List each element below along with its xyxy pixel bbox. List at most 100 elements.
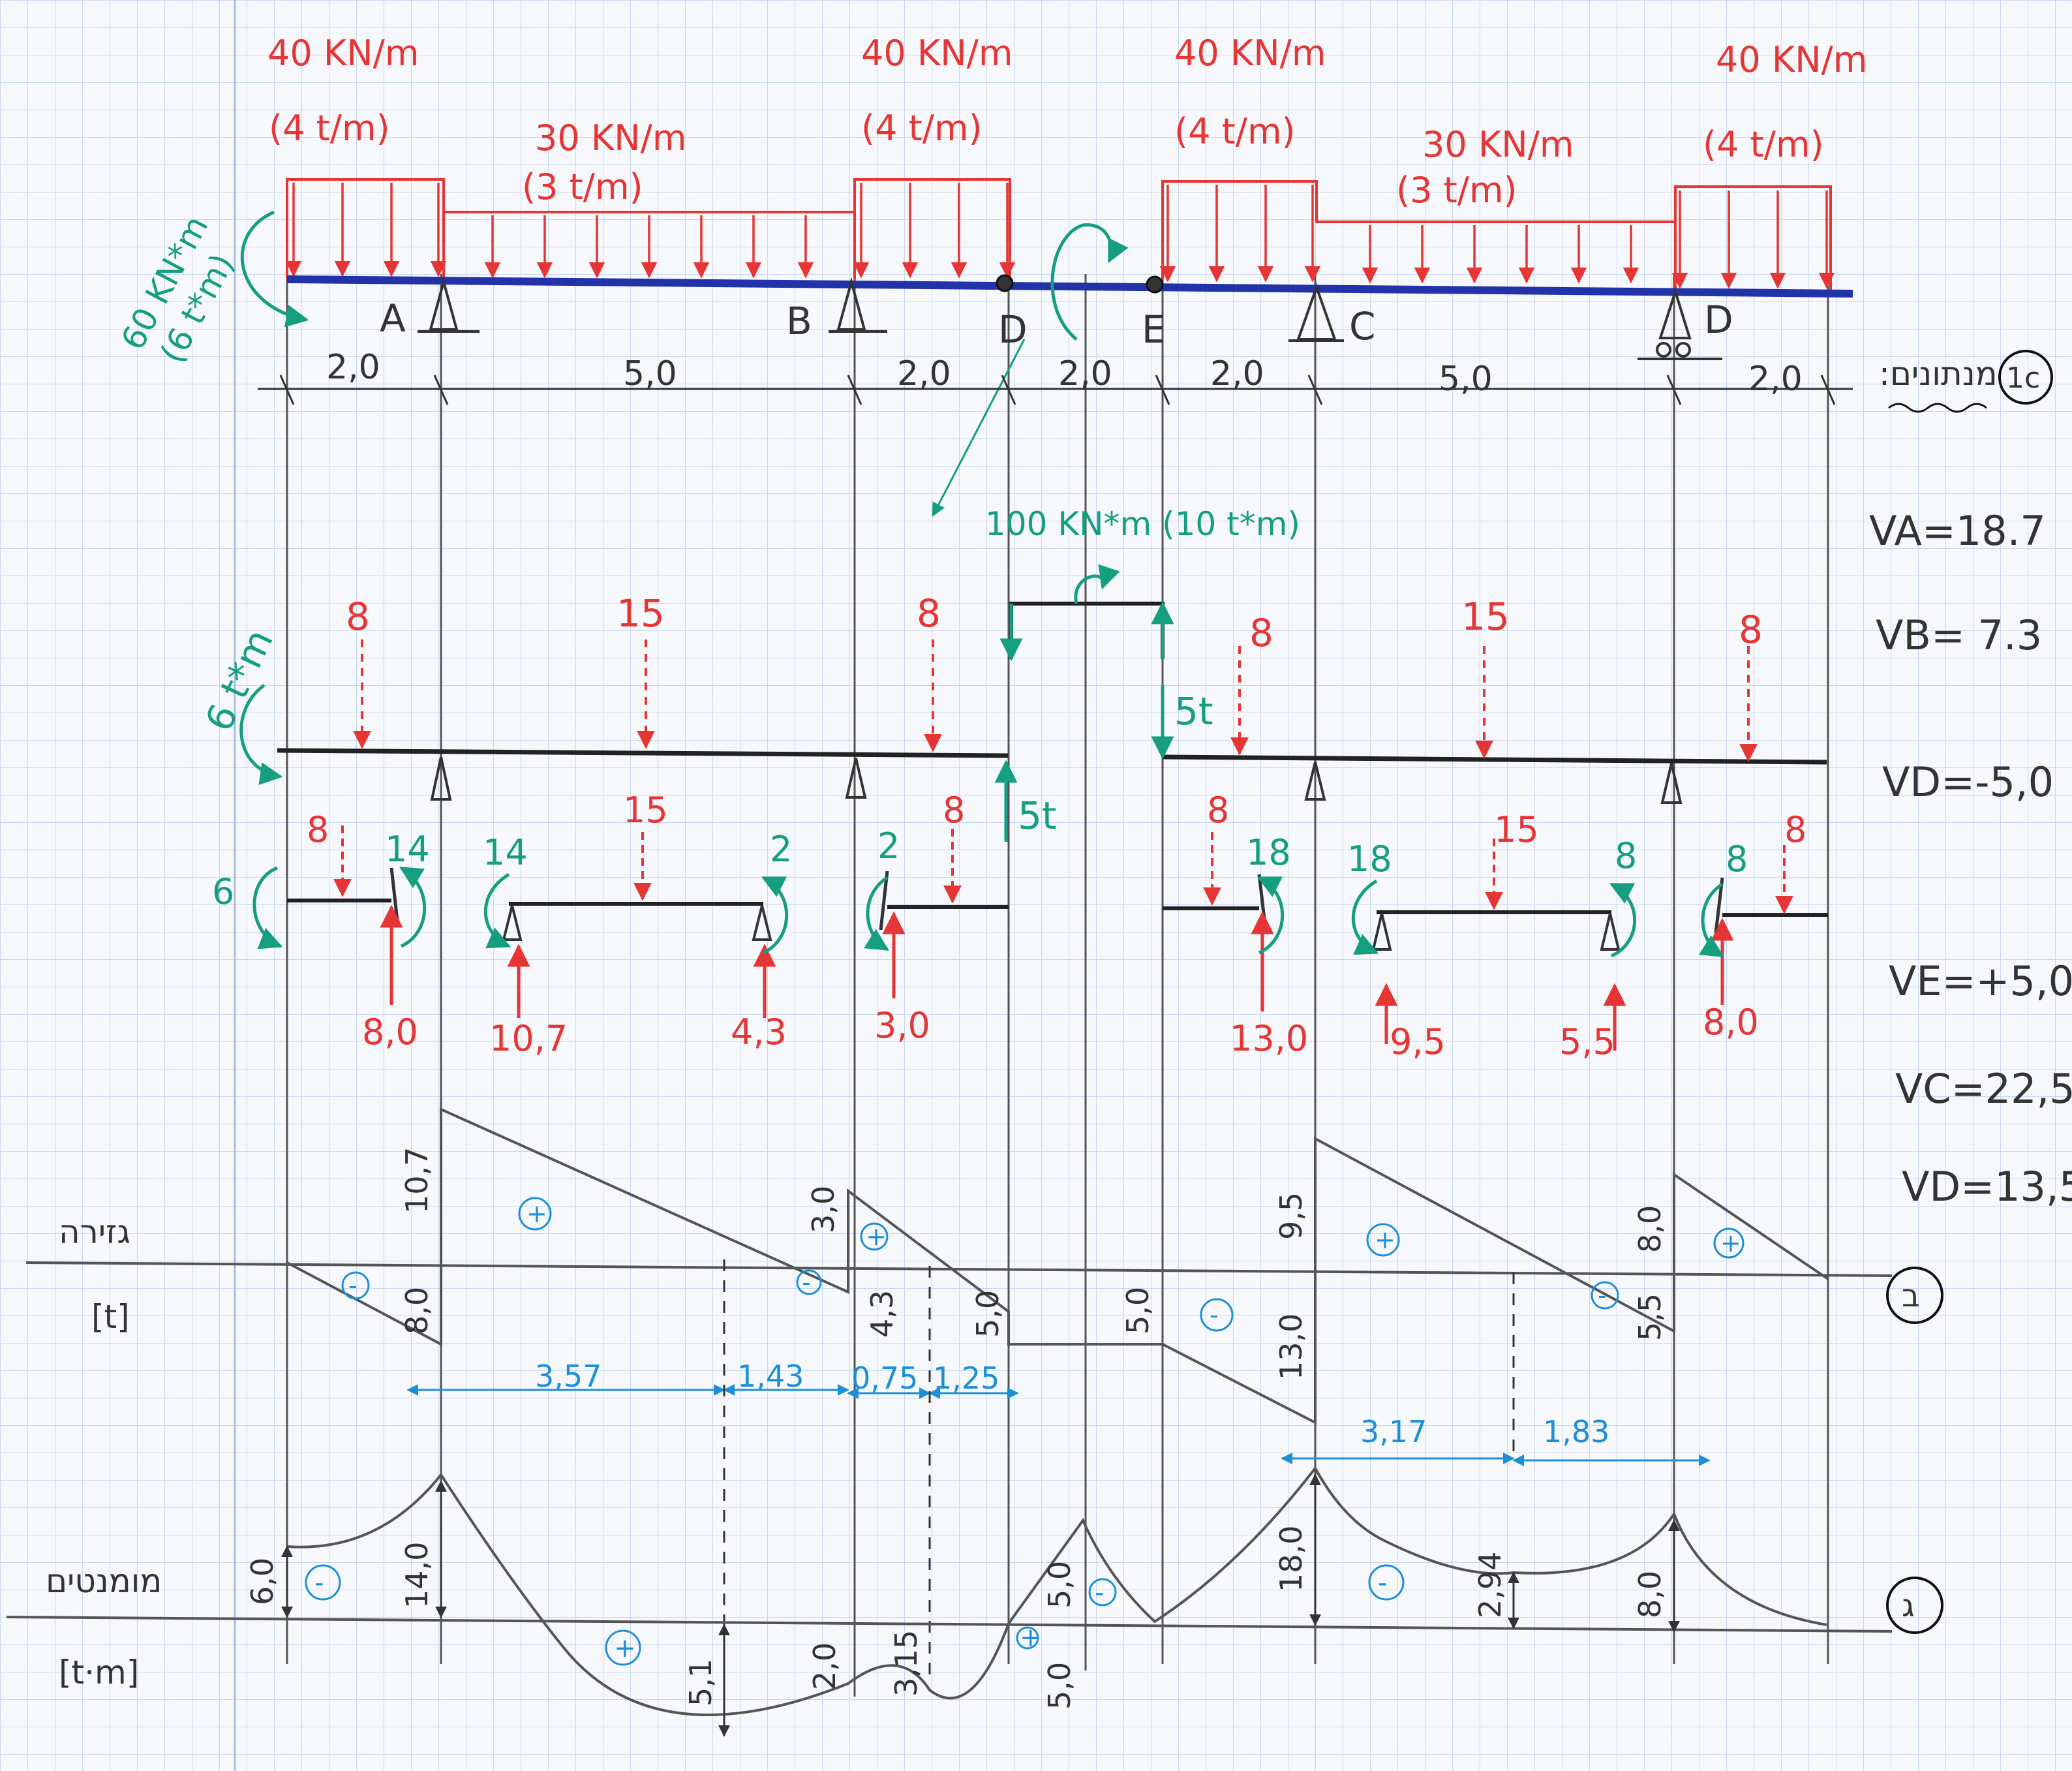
shear-val-5: 5,0 <box>970 1290 1005 1338</box>
shear-val-7: 9,5 <box>1273 1192 1309 1240</box>
moment-sign-5: - <box>1378 1568 1387 1598</box>
moment-diagram: מומנטים [t·m] ג 6,0 14,0 5,1 2,0 3,15 5,… <box>6 1466 1943 1737</box>
moment-sign-3: + <box>1020 1623 1042 1653</box>
q30-kn-label-1: 30 KN/m <box>535 117 686 159</box>
shear-sign-8: - <box>1598 1281 1607 1310</box>
q40-kn-label-1: 40 KN/m <box>267 33 419 74</box>
s6-reaction: 8,0 <box>1703 1002 1759 1043</box>
moment-hinge-label: 100 KN*m (10 t*m) <box>985 505 1300 543</box>
construction-lines <box>286 274 1829 1697</box>
span-3: 2,0 <box>897 354 951 393</box>
shear-dim-5: 3,17 <box>1360 1414 1427 1449</box>
moment-val-3: 5,1 <box>683 1659 718 1706</box>
resultant-right-2: 15 <box>1461 594 1510 639</box>
shear-unit: [t] <box>91 1298 130 1336</box>
label-D: D <box>998 307 1028 352</box>
moment-val-1: 6,0 <box>245 1558 280 1605</box>
shear-sign-5: - <box>1210 1301 1219 1329</box>
moment-val-8: 18,0 <box>1273 1526 1309 1592</box>
moment-val-7: 5,0 <box>1042 1662 1077 1710</box>
moment-title: מומנטים <box>46 1562 162 1600</box>
shear-hinge-right: 5t <box>1174 689 1213 733</box>
reaction-VC: VC=22,5 <box>1895 1065 2072 1113</box>
resultant-left-2: 15 <box>617 591 665 636</box>
s5-reaction-right: 5,5 <box>1559 1021 1615 1062</box>
q40-kn-label-2: 40 KN/m <box>861 33 1013 74</box>
s3-moment-left: 2 <box>877 825 900 867</box>
label-E: E <box>1142 307 1166 352</box>
q40-t-label-3: (4 t/m) <box>1174 111 1296 152</box>
moment-letter: ג <box>1902 1588 1915 1624</box>
shear-val-10: 5,5 <box>1632 1293 1668 1341</box>
moment-val-2: 14,0 <box>399 1542 434 1609</box>
resultant-right-1: 8 <box>1249 611 1273 655</box>
s4-load: 8 <box>1207 790 1229 831</box>
moment-val-9: 2,94 <box>1472 1552 1508 1618</box>
shear-sign-3: + <box>866 1222 887 1251</box>
reaction-VB: VB= 7.3 <box>1876 611 2042 659</box>
shear-dim-6: 1,83 <box>1543 1414 1609 1449</box>
resultant-right-3: 8 <box>1739 608 1763 652</box>
shear-val-4: 4,3 <box>864 1290 900 1338</box>
s5-reaction-left: 9,5 <box>1390 1021 1446 1062</box>
shear-sign-4: - <box>802 1268 811 1297</box>
moment-unit: [t·m] <box>59 1654 139 1691</box>
reaction-VE: VE=+5,0 <box>1889 957 2072 1005</box>
shear-sign-9: + <box>1720 1229 1741 1257</box>
shear-val-3: 3,0 <box>806 1186 841 1233</box>
shear-dim-4: 1,25 <box>933 1361 999 1396</box>
resultant-loads-fbd: 8 15 8 8 15 8 6 t*m 5t 5t <box>196 564 1827 842</box>
s3-reaction: 3,0 <box>874 1005 930 1046</box>
load-labels: 40 KN/m (4 t/m) 30 KN/m (3 t/m) 40 KN/m … <box>267 33 1867 211</box>
reaction-VD-left: VD=-5,0 <box>1882 758 2054 806</box>
span-dimension-line: 2,0 5,0 2,0 2,0 2,0 5,0 2,0 <box>258 348 1853 405</box>
shear-val-2: 8,0 <box>399 1287 434 1334</box>
shear-sign-2: - <box>348 1271 358 1300</box>
shear-sign-1: + <box>526 1199 547 1228</box>
shear-dim-1: 3,57 <box>535 1359 602 1394</box>
segment-fbds: 8 15 8 8 15 8 8,0 10,7 4,3 3,0 13,0 9,5 … <box>212 790 1828 1062</box>
s1-moment-right: 14 <box>385 829 430 870</box>
point-labels: A B D E C D <box>380 296 1733 352</box>
s5-load: 15 <box>1494 809 1539 850</box>
shear-val-6: 5,0 <box>1120 1287 1155 1334</box>
s5-moment-left: 18 <box>1347 839 1392 880</box>
shear-dim-2: 1,43 <box>737 1359 804 1394</box>
moment-val-4: 2,0 <box>807 1642 842 1690</box>
s1-load: 8 <box>307 809 329 850</box>
s2-load: 15 <box>623 790 668 831</box>
moment-val-10: 8,0 <box>1632 1571 1668 1618</box>
label-C: C <box>1349 304 1376 348</box>
section-header: :מנתונים 1c <box>1879 350 2053 413</box>
section-number: 1c <box>2006 362 2040 395</box>
reactions-summary: VA=18.7 VB= 7.3 VD=-5,0 VE=+5,0 VC=22,5 … <box>1869 507 2072 1210</box>
s4-moment-right: 18 <box>1246 832 1291 873</box>
shear-val-1: 10,7 <box>399 1147 434 1214</box>
q30-t-label-2: (3 t/m) <box>1396 170 1517 211</box>
moment-sign-4: - <box>1095 1578 1104 1608</box>
reaction-VA: VA=18.7 <box>1869 507 2046 555</box>
s2-reaction-right: 4,3 <box>731 1011 787 1053</box>
s2-moment-left: 14 <box>483 832 528 873</box>
s4-reaction: 13,0 <box>1230 1018 1308 1059</box>
s1-moment-left: 6 <box>212 871 234 912</box>
q30-kn-label-2: 30 KN/m <box>1422 124 1574 165</box>
label-D2: D <box>1704 298 1733 342</box>
s5-moment-right: 8 <box>1615 835 1637 876</box>
span-6: 5,0 <box>1439 360 1493 399</box>
q40-t-label-1: (4 t/m) <box>269 108 390 149</box>
section-label: :מנתונים <box>1879 355 1998 393</box>
shear-letter: ב <box>1902 1278 1920 1314</box>
s1-reaction: 8,0 <box>362 1011 418 1053</box>
q30-t-label-1: (3 t/m) <box>522 166 643 208</box>
shear-sign-7: + <box>1375 1225 1395 1254</box>
label-B: B <box>786 299 812 343</box>
span-7: 2,0 <box>1748 360 1803 399</box>
resultant-left-1: 8 <box>346 594 370 639</box>
label-A: A <box>380 296 406 341</box>
moment-sign-1: - <box>314 1568 324 1598</box>
span-4: 2,0 <box>1058 354 1112 393</box>
moment-val-6: 5,0 <box>1042 1561 1077 1609</box>
